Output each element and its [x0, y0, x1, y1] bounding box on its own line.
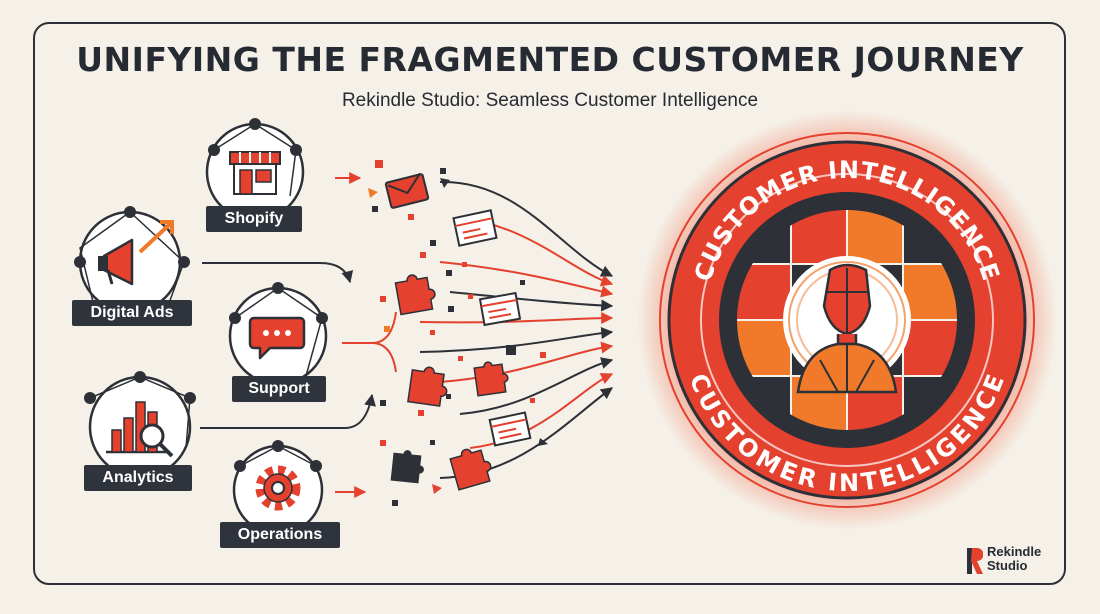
rekindle-logo-mark-icon — [967, 548, 983, 574]
puzzle-piece-icon — [473, 361, 509, 397]
source-node-digital-ads — [74, 206, 190, 314]
page-title: UNIFYING THE FRAGMENTED CUSTOMER JOURNEY — [76, 40, 1024, 79]
fragment-browser-window-icon — [452, 209, 498, 247]
gear-icon — [255, 465, 301, 511]
content-frame — [33, 22, 1066, 585]
page-subtitle: Rekindle Studio: Seamless Customer Intel… — [341, 90, 759, 111]
source-label-shopify: Shopify — [206, 206, 302, 232]
logo-text-line2: Studio — [987, 558, 1028, 573]
source-connectors — [200, 172, 397, 498]
logo-text-line1: Rekindle — [987, 544, 1042, 559]
puzzle-piece-icon — [449, 448, 492, 491]
source-node-operations — [232, 440, 324, 536]
source-node-support — [228, 282, 328, 386]
fragment-browser-window-icon — [488, 411, 532, 447]
puzzle-piece-icon — [407, 366, 448, 407]
customer-profile-icon — [796, 263, 898, 394]
puzzle-piece-icon — [390, 450, 424, 484]
megaphone-icon — [98, 220, 174, 286]
storefront-icon — [229, 151, 281, 195]
fragment-browser-window-icon — [478, 291, 522, 327]
source-node-analytics — [84, 371, 196, 479]
source-label-support: Support — [232, 376, 326, 402]
source-label-operations: Operations — [220, 522, 340, 548]
bar-chart-magnifier-icon — [106, 401, 174, 458]
puzzle-piece-icon — [394, 274, 436, 316]
fragment-email-icon — [384, 172, 430, 209]
source-node-shopify — [205, 118, 305, 222]
source-label-digital-ads: Digital Ads — [72, 300, 192, 326]
chat-bubble-icon — [248, 316, 306, 360]
source-label-analytics: Analytics — [84, 465, 192, 491]
customer-intelligence-hub: CUSTOMER INTELLIGENCE CUSTOMER INTELLIGE… — [637, 110, 1057, 530]
scattered-fragments — [368, 160, 548, 506]
